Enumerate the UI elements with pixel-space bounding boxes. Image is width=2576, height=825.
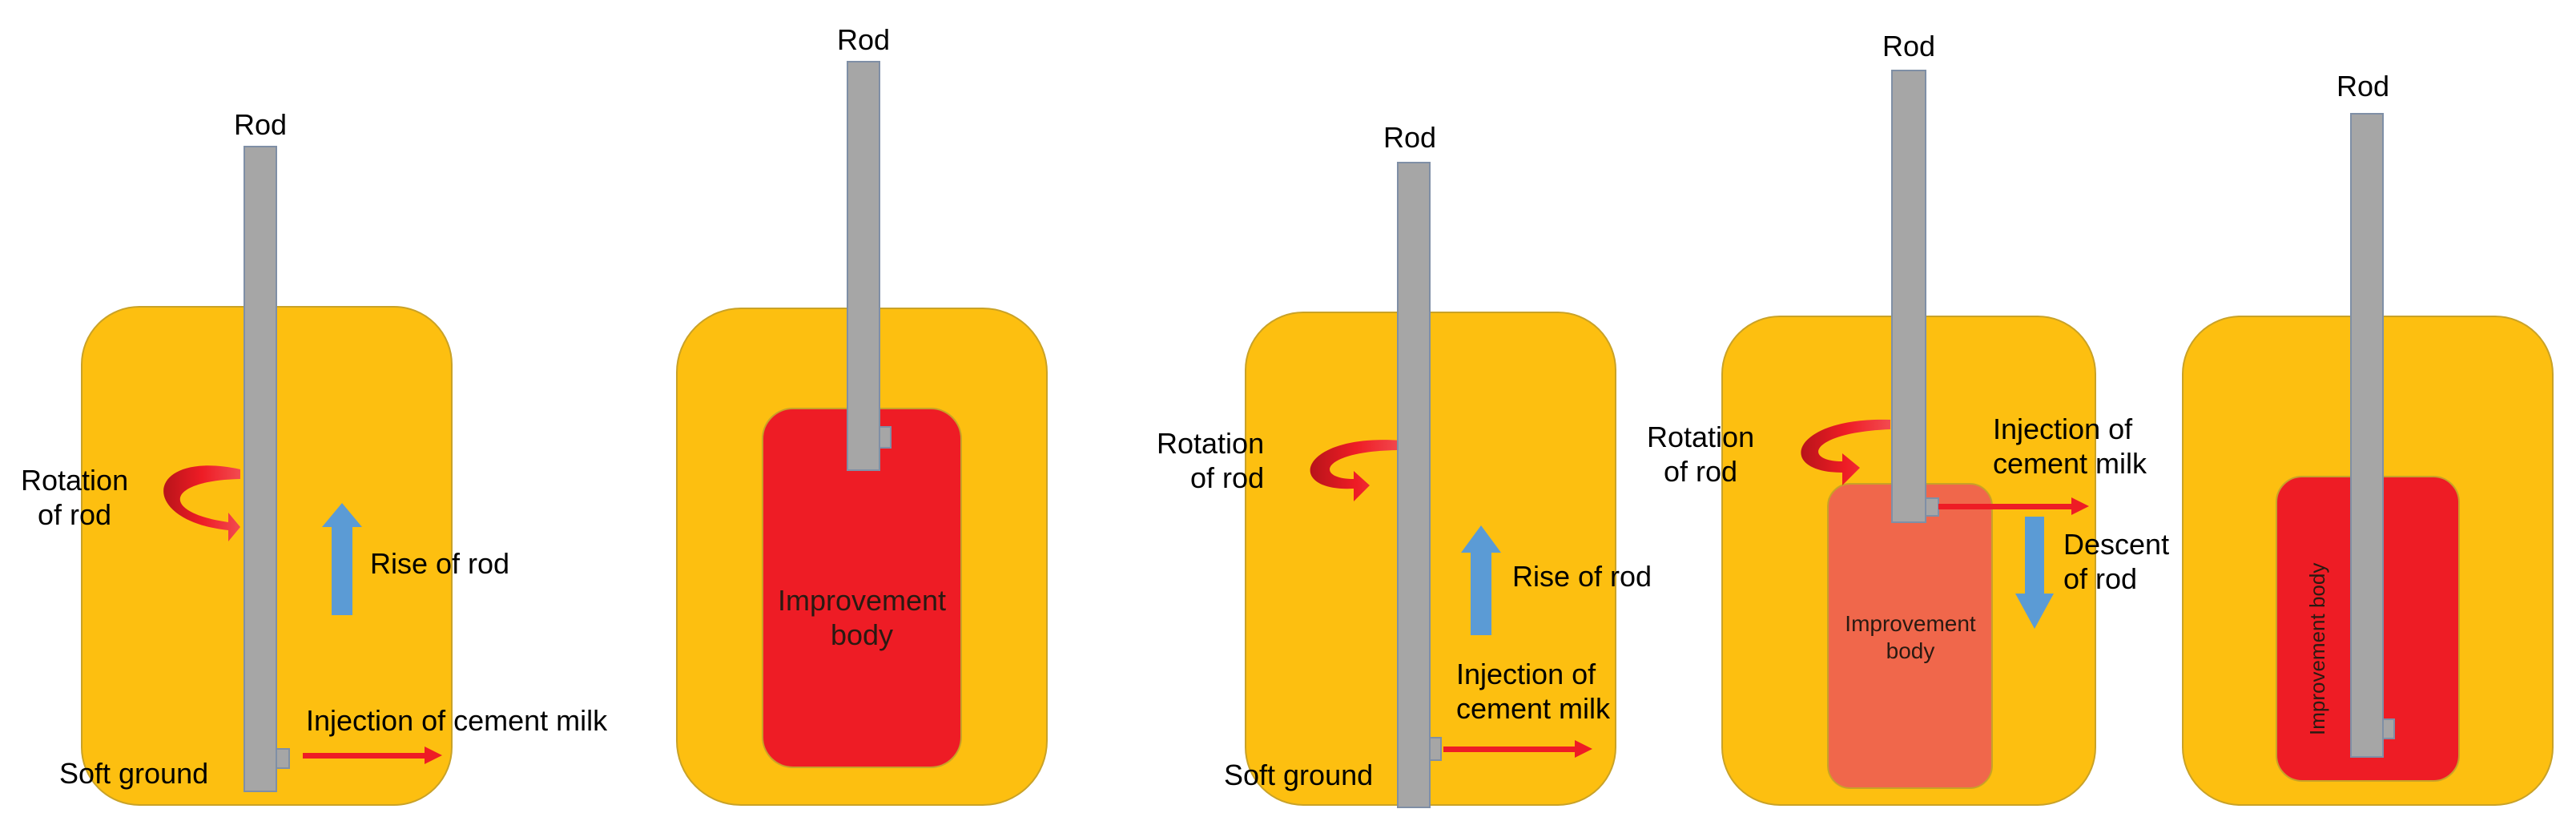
panel-3: [1245, 162, 1616, 808]
rod: [847, 61, 880, 471]
injection-arrow-head: [1575, 740, 1592, 758]
injection-arrow-head: [425, 747, 442, 764]
rise-arrow-head: [1461, 525, 1501, 553]
rod-label: Rod: [233, 108, 288, 141]
panel-4: [1721, 70, 2096, 806]
improvement-body-label: Improvement body: [2305, 562, 2329, 735]
panel-2: [676, 61, 1048, 806]
soft-ground-label: Soft ground: [59, 757, 209, 790]
rod-label: Rod: [836, 23, 891, 56]
rotation-label: Rotation of rod: [1157, 427, 1265, 495]
injection-arrow-head: [2071, 497, 2089, 515]
nozzle: [2382, 718, 2395, 739]
rotation-label: Rotation of rod: [1647, 421, 1755, 489]
rise-arrow-shaft: [332, 525, 352, 615]
soft-ground-label: Soft ground: [1224, 759, 1374, 791]
injection-label: Injection of cement milk: [1993, 412, 2147, 481]
rise-label: Rise of rod: [1512, 560, 1652, 593]
rod: [244, 146, 277, 792]
panel-1: [81, 146, 453, 806]
rod-label: Rod: [1383, 121, 1437, 154]
rod: [1397, 162, 1431, 808]
rod: [2350, 113, 2384, 758]
nozzle: [1429, 737, 1442, 761]
rod-label: Rod: [1882, 30, 1936, 62]
rise-arrow-shaft: [1471, 551, 1491, 635]
injection-label: Injection of cement milk: [1456, 658, 1611, 726]
rotation-arrow: [163, 465, 240, 541]
injection-label: Injection of cement milk: [306, 704, 608, 737]
improvement-body-label: Improvement body: [1845, 611, 1976, 663]
rod: [1891, 70, 1926, 523]
descent-arrow-shaft: [2025, 517, 2044, 595]
nozzle: [879, 426, 892, 449]
rise-arrow-head: [322, 503, 362, 527]
injection-arrow-shaft: [1443, 747, 1578, 752]
rotation-label: Rotation of rod: [21, 464, 129, 532]
descent-label: Descent of rod: [2063, 528, 2170, 596]
descent-arrow-head: [2015, 594, 2054, 629]
nozzle: [276, 748, 290, 769]
injection-arrow-shaft: [1938, 504, 2075, 509]
panel-5: [2182, 113, 2554, 806]
injection-arrow-shaft: [303, 753, 427, 759]
nozzle: [1925, 497, 1939, 517]
rotation-arrow: [1801, 419, 1890, 485]
rod-label: Rod: [2336, 70, 2390, 103]
rotation-arrow: [1310, 440, 1402, 501]
improvement-body-label: Improvement body: [777, 584, 947, 652]
rise-label: Rise of rod: [370, 547, 510, 580]
